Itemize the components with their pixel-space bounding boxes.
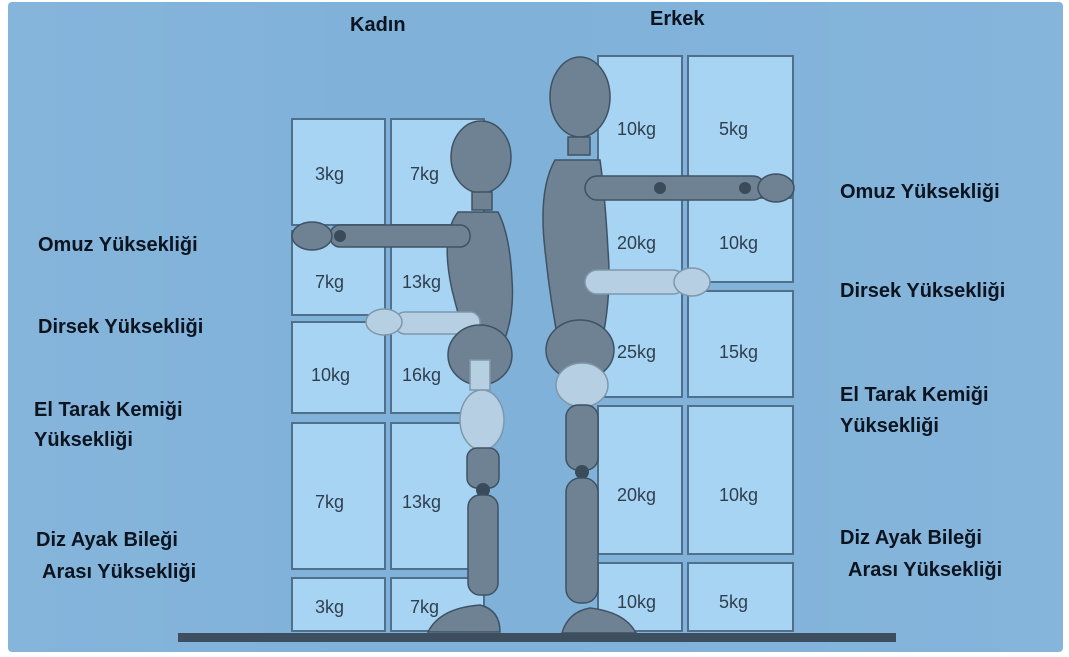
male-mannequin: [543, 57, 794, 633]
left-elbow-label: Dirsek Yüksekliği: [38, 313, 203, 341]
right-knee-ankle-label-line1: Diz Ayak Bileği: [840, 524, 982, 552]
right-shoulder-label: Omuz Yüksekliği: [840, 178, 1000, 206]
floor-line: [178, 633, 896, 642]
left-knuckle-label-line2: Yüksekliği: [34, 426, 133, 454]
right-elbow-label: Dirsek Yüksekliği: [840, 277, 1005, 305]
right-knuckle-label-line1: El Tarak Kemiği: [840, 381, 989, 409]
left-knuckle-label-line1: El Tarak Kemiği: [34, 396, 183, 424]
right-knee-ankle-label-line2: Arası Yüksekliği: [848, 556, 1002, 584]
female-mannequin: [292, 121, 513, 632]
right-knuckle-label-line2: Yüksekliği: [840, 412, 939, 440]
left-knee-ankle-label-line2: Arası Yüksekliği: [42, 558, 196, 586]
left-knee-ankle-label-line1: Diz Ayak Bileği: [36, 526, 178, 554]
left-shoulder-label: Omuz Yüksekliği: [38, 231, 198, 259]
